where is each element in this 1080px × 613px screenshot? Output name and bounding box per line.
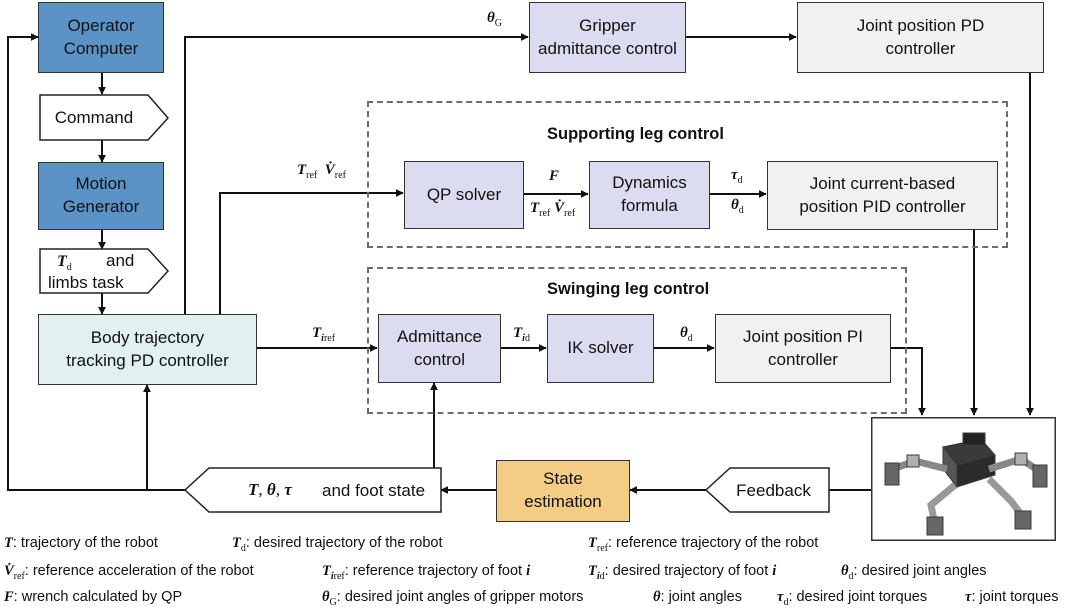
state-estimation-node: State estimation [496,460,630,522]
supporting-leg-title: Supporting leg control [547,125,724,143]
supporting-leg-group [367,101,1008,248]
state-feedback-symbols: T, θ, τ [248,480,292,499]
dynamics-formula-node: Dynamics formula [589,161,710,229]
arrow-feedback-to-operator [7,33,185,491]
robot-image [871,417,1056,541]
signal-theta-d: θd [731,197,744,216]
motion-generator-node: Motion Generator [38,162,164,230]
legend-td: Td: desired trajectory of the robot [232,535,443,554]
signal-tiref: Tiref [312,325,336,344]
swinging-leg-title: Swinging leg control [547,280,710,298]
state-feedback-pentagon-shape [183,467,442,513]
ik-solver-node: IK solver [547,314,654,383]
operator-computer-node: Operator Computer [38,2,164,73]
command-pentagon-shape [39,94,170,141]
body-controller-node: Body trajectory tracking PD controller [38,314,257,385]
signal-theta-d-2: θd [680,325,693,344]
legend-theta-g: θG: desired joint angles of gripper moto… [322,589,584,608]
qp-solver-node: QP solver [404,161,524,229]
arrow-body-to-gripper [184,33,529,316]
legend-tau-d: τd: desired joint torques [777,589,928,608]
state-feedback-label: and foot state [322,481,426,500]
gripper-admittance-node: Gripper admittance control [529,2,686,73]
feedback-pentagon-shape [704,467,830,513]
signal-tau-d: τd [731,167,743,186]
legend-f: F: wrench calculated by QP [4,589,183,605]
signal-theta-g: θG [487,10,503,29]
joint-position-pd-node: Joint position PD controller [797,2,1044,73]
arrow-body-to-qp [219,189,404,316]
legend-tid: Tid: desired trajectory of foot i [588,563,777,582]
admittance-control-node: Admittance control [378,314,501,383]
legend-theta: θ: joint angles [653,589,742,605]
joint-position-pi-node: Joint position PI controller [715,314,891,383]
legend-theta-d: θd: desired joint angles [841,563,987,582]
legend-tref: Tref: reference trajectory of the robot [588,535,819,554]
feedback-label: Feedback [736,481,811,500]
legend-tau: τ: joint torques [965,589,1059,605]
legend-vref: V̇ref: reference acceleration of the rob… [4,563,254,582]
joint-current-pid-node: Joint current-based position PID control… [767,161,998,230]
swinging-leg-group [367,267,907,414]
signal-tref-vref-2: Tref V̇ref [530,200,576,219]
task-pentagon-shape [39,248,170,294]
legend-t: T: trajectory of the robot [4,535,158,551]
task-td-symbol: Td [57,253,72,274]
legend-tiref: Tiref: reference trajectory of foot i [322,563,531,582]
arrow-pi-to-robot [891,347,926,416]
task-label: and limbs task [48,251,135,293]
signal-tid: Tid [513,325,530,344]
signal-f: F [549,168,560,184]
signal-tref-vref: Tref V̇ref [297,162,346,181]
command-label: Command [54,108,134,127]
